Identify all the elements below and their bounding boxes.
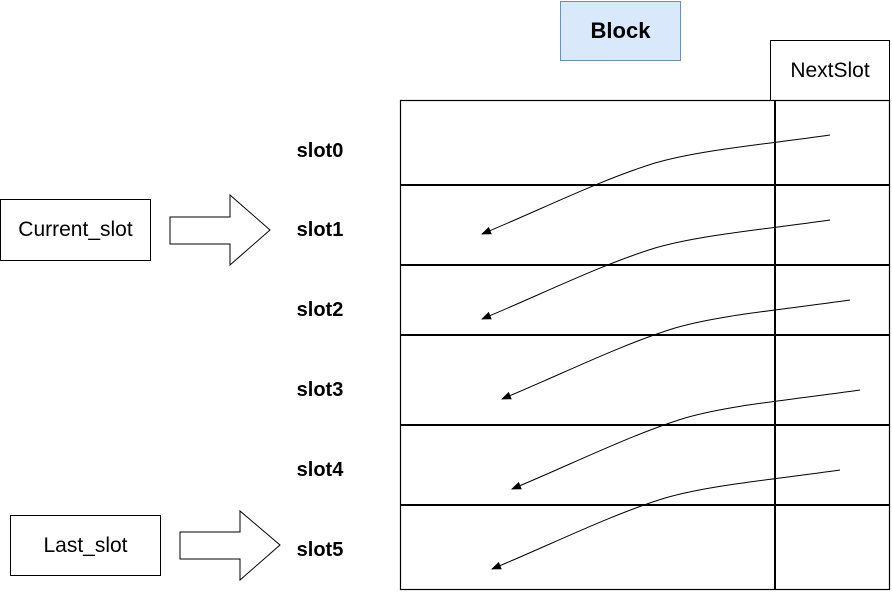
slot-label-5: slot5 xyxy=(296,538,344,561)
slot-label-4: slot4 xyxy=(296,458,344,481)
next-link-0-to-1 xyxy=(481,134,831,235)
slot-label-3: slot3 xyxy=(296,378,344,401)
next-link-2-to-3 xyxy=(501,299,851,400)
current-slot-arrow xyxy=(169,193,271,267)
slot-label-2: slot2 xyxy=(296,298,344,321)
current-slot-box: Current_slot xyxy=(0,199,151,261)
next-link-1-to-2 xyxy=(481,219,831,320)
next-link-4-to-5 xyxy=(491,469,841,570)
last-slot-box: Last_slot xyxy=(10,515,161,576)
slot-label-1: slot1 xyxy=(296,218,344,241)
block-title: Block xyxy=(560,1,681,61)
slot-label-0: slot0 xyxy=(296,139,344,162)
block-frame xyxy=(399,99,891,591)
next-link-3-to-4 xyxy=(511,389,861,490)
last-slot-arrow xyxy=(179,509,281,582)
